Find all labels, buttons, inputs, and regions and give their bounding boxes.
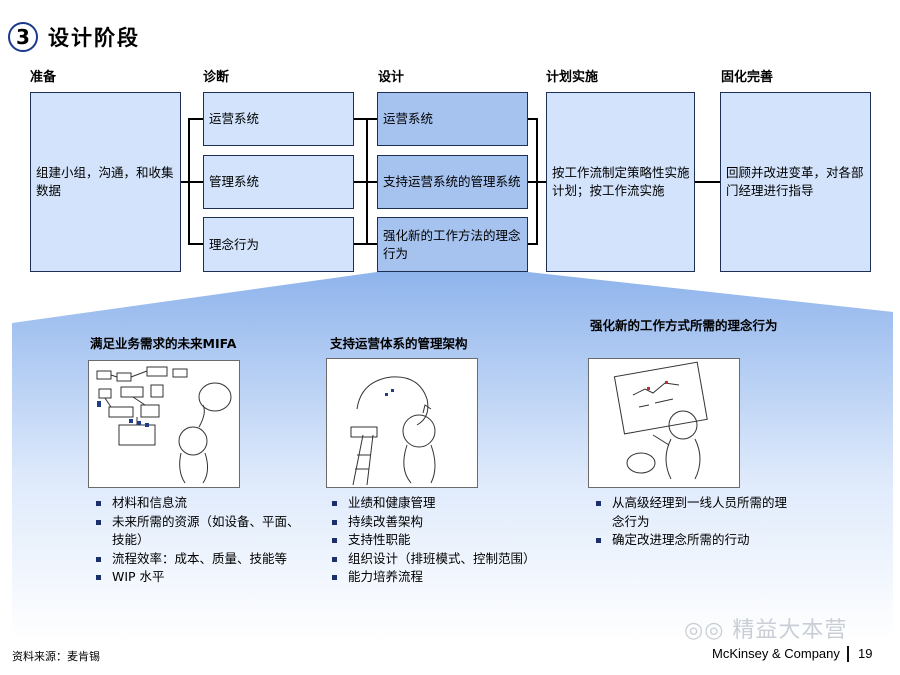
bullet-list-mifa: 材料和信息流 未来所需的资源（如设备、平面、技能） 流程效率：成本、质量、技能等… bbox=[90, 494, 300, 587]
connector-diag-out-1 bbox=[354, 118, 368, 120]
illustration-mifa-sketch bbox=[88, 360, 240, 488]
box-design-management-text: 支持运营系统的管理系统 bbox=[383, 174, 521, 189]
list-item: 从高级经理到一线人员所需的理念行为 bbox=[590, 494, 790, 531]
connector-design-1 bbox=[366, 118, 377, 120]
page-title: 设计阶段 bbox=[48, 26, 140, 50]
box-design-mindset: 强化新的工作方法的理念行为 bbox=[377, 217, 528, 272]
list-item: 组织设计（排班模式、控制范围） bbox=[326, 550, 586, 569]
mindset-drawing bbox=[613, 361, 708, 480]
connector-diag-3 bbox=[188, 243, 203, 245]
column-title-mifa: 满足业务需求的未来MIFA bbox=[90, 336, 237, 351]
connector-design-out-1 bbox=[528, 118, 538, 120]
connector-plan-bracket bbox=[536, 118, 538, 245]
illustration-management-sketch bbox=[326, 358, 478, 488]
list-item: 业绩和健康管理 bbox=[326, 494, 586, 513]
box-plan-text: 按工作流制定策略性实施计划；按工作流实施 bbox=[552, 165, 690, 198]
box-prep-text: 组建小组，沟通，和收集数据 bbox=[36, 165, 174, 198]
management-drawing bbox=[350, 376, 436, 486]
box-plan: 按工作流制定策略性实施计划；按工作流实施 bbox=[546, 92, 695, 272]
mifa-drawing bbox=[96, 366, 232, 484]
box-design-mindset-text: 强化新的工作方法的理念行为 bbox=[383, 227, 521, 261]
connector-diag-out-2 bbox=[354, 181, 368, 183]
connector-diag-out-3 bbox=[354, 243, 368, 245]
watermark: ◎◎ 精益大本营 bbox=[684, 612, 847, 644]
connector-design-3 bbox=[366, 243, 377, 245]
column-title-management: 支持运营体系的管理架构 bbox=[330, 336, 468, 351]
phase-label-design: 设计 bbox=[378, 70, 405, 85]
box-design-operations: 运营系统 bbox=[377, 92, 528, 146]
phase-label-refine: 固化完善 bbox=[721, 70, 774, 85]
box-diag-mindset-text: 理念行为 bbox=[209, 236, 260, 252]
illustration-mindset-sketch bbox=[588, 358, 740, 488]
column-title-mindset: 强化新的工作方式所需的理念行为 bbox=[590, 318, 778, 333]
list-item: 流程效率：成本、质量、技能等 bbox=[90, 550, 300, 569]
bullet-list-management: 业绩和健康管理 持续改善架构 支持性职能 组织设计（排班模式、控制范围） 能力培… bbox=[326, 494, 586, 587]
list-item: 支持性职能 bbox=[326, 531, 586, 550]
connector-design-out-3 bbox=[528, 243, 538, 245]
wechat-icon: ◎◎ bbox=[684, 618, 733, 643]
list-item: 未来所需的资源（如设备、平面、技能） bbox=[90, 513, 300, 550]
box-design-management: 支持运营系统的管理系统 bbox=[377, 155, 528, 209]
page-separator bbox=[847, 646, 849, 662]
company-name: McKinsey & Company bbox=[712, 646, 840, 661]
list-item: WIP 水平 bbox=[90, 568, 300, 587]
box-diag-management-text: 管理系统 bbox=[209, 174, 260, 189]
phase-label-diagnosis: 诊断 bbox=[203, 70, 230, 85]
page-number: 19 bbox=[858, 646, 873, 661]
box-prep: 组建小组，沟通，和收集数据 bbox=[30, 92, 181, 272]
list-item: 材料和信息流 bbox=[90, 494, 300, 513]
source-note: 资料来源：麦肯锡 bbox=[12, 650, 100, 663]
phase-label-prep: 准备 bbox=[30, 70, 57, 85]
connector-design-2 bbox=[366, 181, 377, 183]
list-item: 能力培养流程 bbox=[326, 568, 586, 587]
connector-plan-refine bbox=[695, 181, 720, 183]
bullet-list-mindset: 从高级经理到一线人员所需的理念行为 确定改进理念所需的行动 bbox=[590, 494, 790, 550]
watermark-text: 精益大本营 bbox=[732, 618, 848, 643]
list-item: 确定改进理念所需的行动 bbox=[590, 531, 790, 550]
connector-diag-2 bbox=[188, 181, 203, 183]
step-number-badge: 3 bbox=[8, 22, 38, 52]
box-refine-text: 回顾并改进变革，对各部门经理进行指导 bbox=[726, 165, 864, 198]
list-item: 持续改善架构 bbox=[326, 513, 586, 532]
connector-diag-1 bbox=[188, 118, 203, 120]
box-diag-operations-text: 运营系统 bbox=[209, 111, 260, 126]
connector-prep-diag bbox=[181, 181, 190, 183]
box-refine: 回顾并改进变革，对各部门经理进行指导 bbox=[720, 92, 871, 272]
phase-label-plan: 计划实施 bbox=[546, 70, 599, 85]
box-diag-mindset: 理念行为 bbox=[203, 217, 354, 272]
box-design-operations-text: 运营系统 bbox=[383, 111, 434, 126]
box-diag-management: 管理系统 bbox=[203, 155, 354, 209]
box-diag-operations: 运营系统 bbox=[203, 92, 354, 146]
